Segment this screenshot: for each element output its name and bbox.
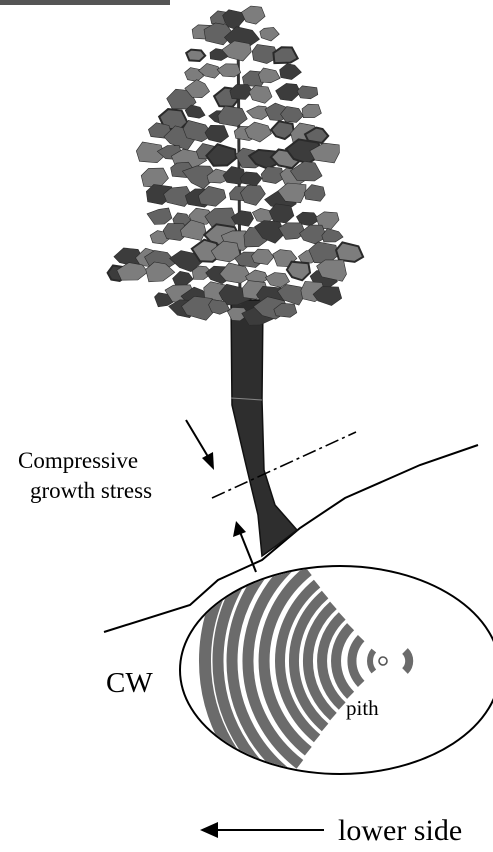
leaf-clump <box>287 262 310 281</box>
leaf-clump <box>251 249 273 264</box>
leaf-clump <box>249 86 272 104</box>
tree-foliage <box>108 6 364 325</box>
leaf-clump <box>276 83 301 100</box>
leaf-clump <box>304 185 325 202</box>
stress-dashdot-line <box>212 432 356 498</box>
leaf-clump <box>336 242 363 262</box>
leaf-clump <box>259 68 281 83</box>
lower-side-label: lower side <box>338 814 462 847</box>
stress-arrow-upper-icon <box>186 420 214 470</box>
leaf-clump <box>147 208 172 225</box>
leaf-clump <box>271 121 294 139</box>
leaf-clump <box>173 271 194 286</box>
growth-ring-arc <box>405 651 409 671</box>
leaf-clump <box>240 185 265 205</box>
leaf-clump <box>260 27 280 41</box>
leaf-clump <box>186 50 205 61</box>
tree-trunk <box>231 300 297 556</box>
leaf-clump <box>273 47 297 63</box>
cropped-caption <box>0 0 170 5</box>
stress-label-line1: Compressive <box>18 448 138 473</box>
growth-ring-arc <box>352 638 361 684</box>
leaf-clump <box>280 64 302 80</box>
leaf-clump <box>222 41 251 61</box>
pith-label: pith <box>346 696 379 720</box>
leaf-clump <box>205 125 229 142</box>
leaf-clump <box>247 106 270 120</box>
pith-marker <box>379 657 387 665</box>
leaf-clump <box>218 106 247 126</box>
slope-line <box>104 445 478 632</box>
leaf-clump <box>217 64 241 77</box>
leaf-clump <box>302 104 321 118</box>
lower-side-arrow-icon <box>200 822 324 838</box>
stress-arrow-lower-icon <box>233 521 256 572</box>
leaf-clump <box>297 86 318 99</box>
leaf-clump <box>322 229 343 242</box>
stress-label-line2: growth stress <box>30 478 152 503</box>
growth-ring-arc <box>370 651 374 672</box>
leaf-clump <box>242 6 266 24</box>
cw-label: CW <box>106 667 153 699</box>
